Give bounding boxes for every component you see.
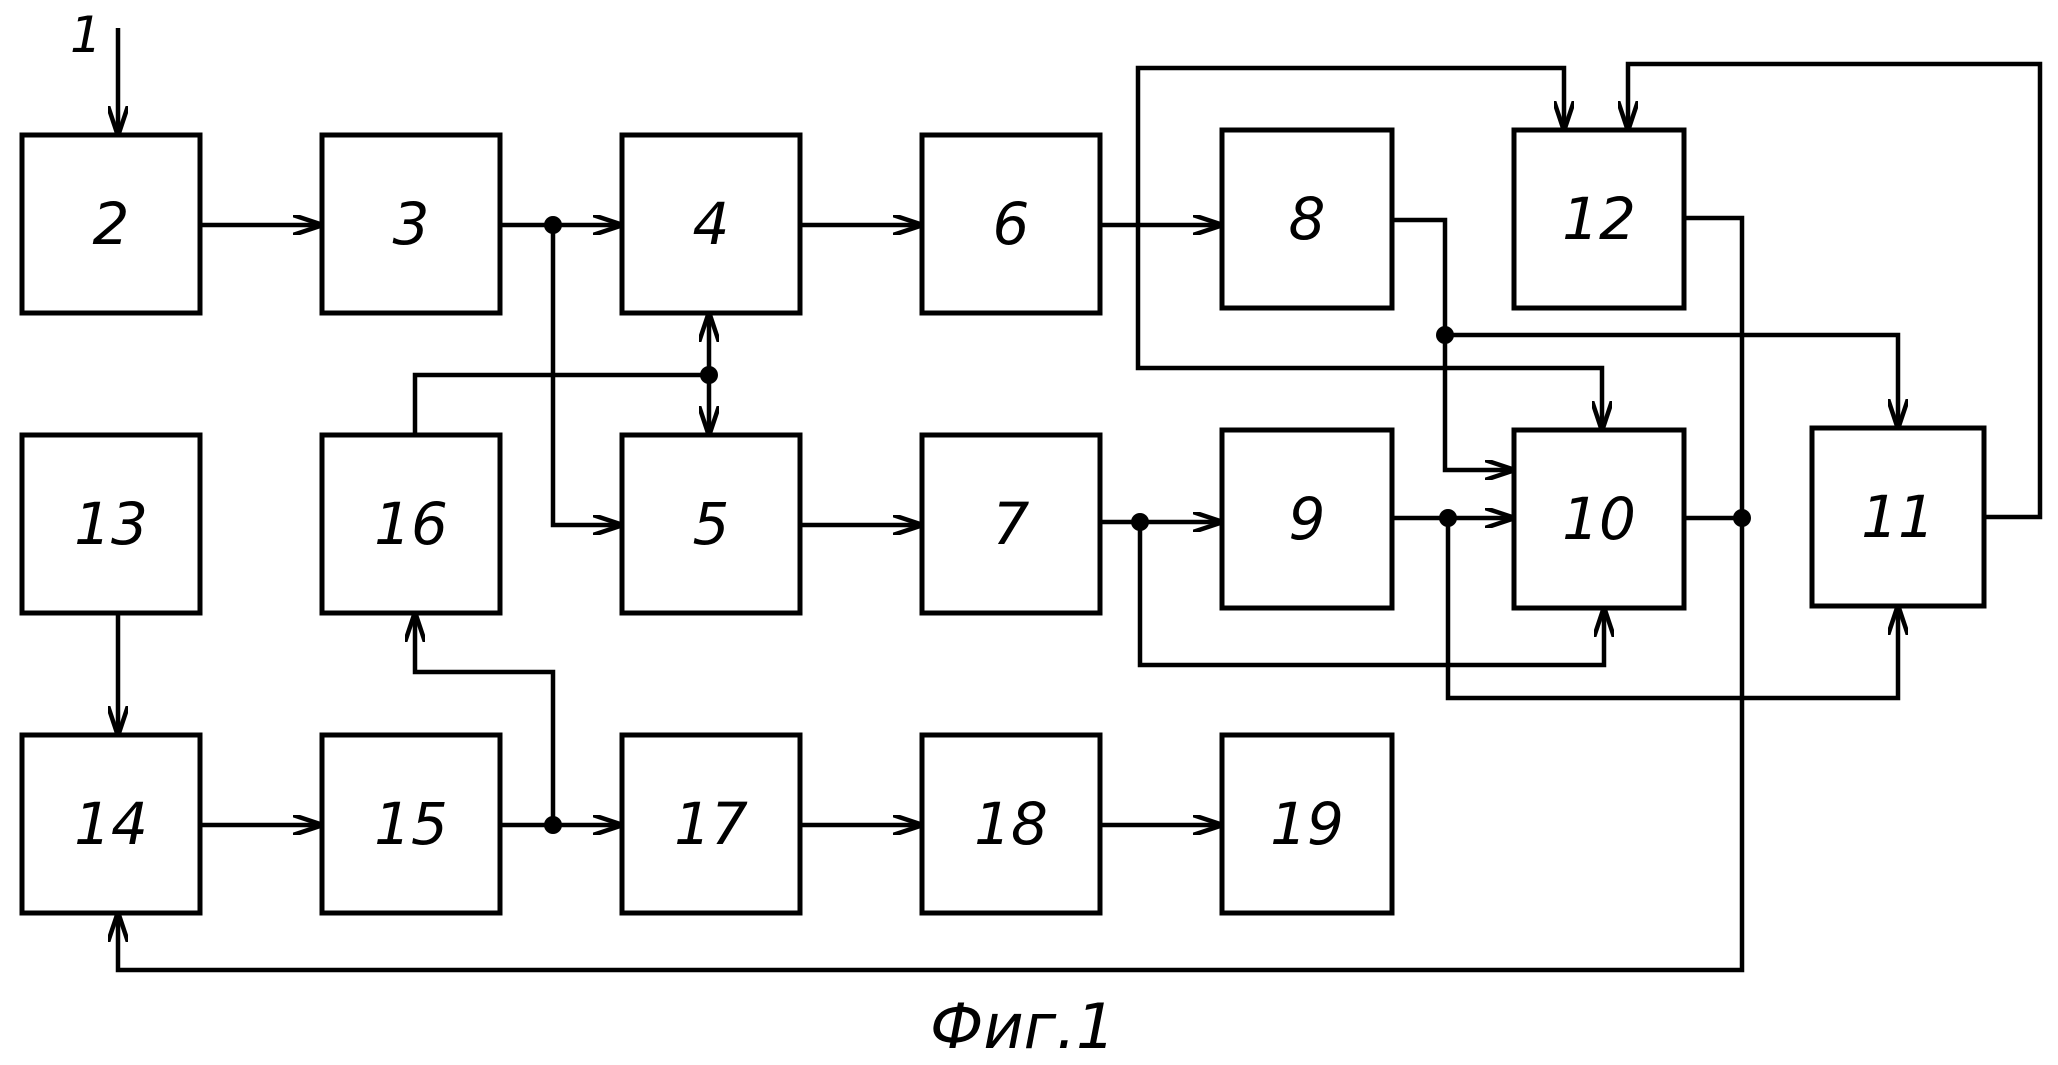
- block-5-label: 5: [693, 490, 730, 558]
- junction-15-out: [544, 816, 562, 834]
- block-10: 10: [1514, 430, 1684, 608]
- block-15-label: 15: [374, 790, 448, 858]
- wire-8-to-10: [1392, 220, 1514, 470]
- junction-3-out: [544, 216, 562, 234]
- block-8: 8: [1222, 130, 1392, 308]
- block-18: 18: [922, 735, 1100, 913]
- block-2: 2: [22, 135, 200, 313]
- figure-caption: Фиг.1: [930, 990, 1115, 1063]
- block-8-label: 8: [1289, 185, 1326, 253]
- block-17: 17: [622, 735, 800, 913]
- block-19-label: 19: [1270, 790, 1344, 858]
- block-4: 4: [622, 135, 800, 313]
- block-18-label: 18: [974, 790, 1048, 858]
- block-4-label: 4: [693, 190, 730, 258]
- block-17-label: 17: [674, 790, 748, 858]
- block-3: 3: [322, 135, 500, 313]
- block-10-label: 10: [1562, 485, 1636, 553]
- blocks-layer: 2 3 4 5 6 7 8 9 10 11 12 13 14 15 16 17 18 19: [22, 130, 1984, 913]
- block-9: 9: [1222, 430, 1392, 608]
- junction-10-out: [1733, 509, 1751, 527]
- block-14-label: 14: [74, 790, 148, 858]
- block-2-label: 2: [93, 190, 130, 258]
- block-5: 5: [622, 435, 800, 613]
- block-7-label: 7: [993, 490, 1030, 558]
- block-19: 19: [1222, 735, 1392, 913]
- input-label: 1: [70, 6, 102, 64]
- junction-7-out: [1131, 513, 1149, 531]
- block-11: 11: [1812, 428, 1984, 606]
- block-15: 15: [322, 735, 500, 913]
- block-11-label: 11: [1861, 483, 1935, 551]
- block-12: 12: [1514, 130, 1684, 308]
- block-9-label: 9: [1289, 485, 1326, 553]
- junction-bus-4-5: [700, 366, 718, 384]
- block-16: 16: [322, 435, 500, 613]
- block-13-label: 13: [74, 490, 148, 558]
- block-6: 6: [922, 135, 1100, 313]
- block-7: 7: [922, 435, 1100, 613]
- wire-8-to-11: [1445, 335, 1898, 428]
- block-6-label: 6: [993, 190, 1030, 258]
- block-12-label: 12: [1562, 185, 1636, 253]
- block-3-label: 3: [393, 190, 430, 258]
- block-13: 13: [22, 435, 200, 613]
- junction-8-out: [1436, 326, 1454, 344]
- wire-16-to-bus: [415, 375, 709, 435]
- block-14: 14: [22, 735, 200, 913]
- junction-9-out: [1439, 509, 1457, 527]
- block-16-label: 16: [374, 490, 448, 558]
